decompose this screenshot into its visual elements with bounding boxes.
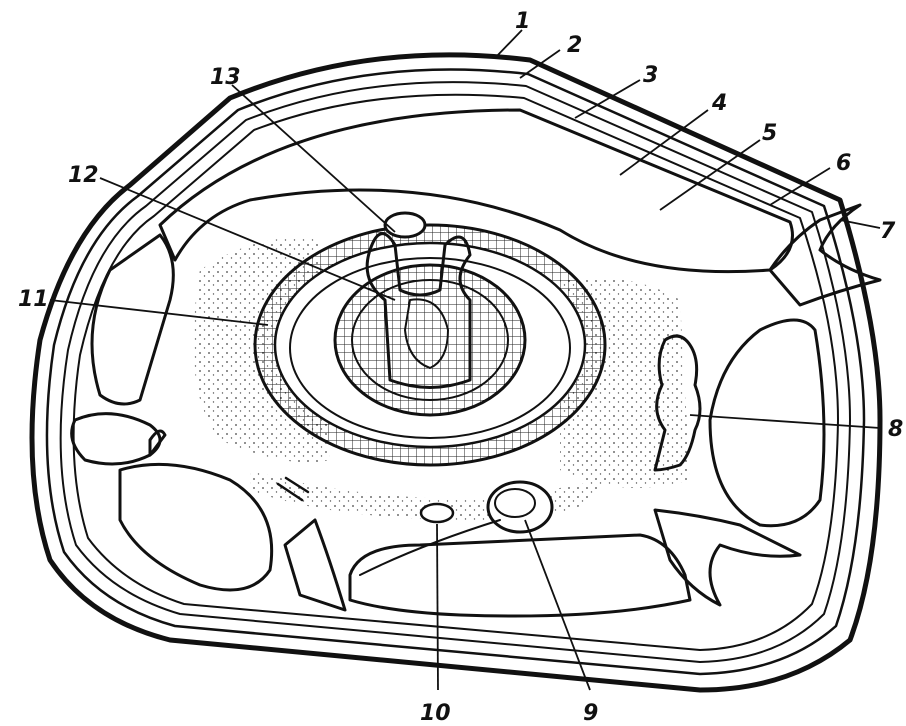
label-8: 8 xyxy=(888,417,903,442)
intestine-inner-ring-edge xyxy=(352,280,508,400)
muscle-block-left-lower xyxy=(72,414,160,464)
muscle-band-left xyxy=(92,235,173,404)
muscle-block-bottom-left xyxy=(120,464,272,590)
label-12: 12 xyxy=(68,163,99,188)
label-4: 4 xyxy=(711,91,727,116)
label-11: 11 xyxy=(18,287,49,312)
label-3: 3 xyxy=(643,63,658,88)
label-10: 10 xyxy=(420,701,451,726)
ventral-strand xyxy=(360,520,500,575)
label-13: 13 xyxy=(210,65,241,90)
subneural-vessel xyxy=(421,504,453,522)
dorsal-vessel xyxy=(385,213,425,237)
label-5: 5 xyxy=(762,121,777,146)
label-9: 9 xyxy=(583,701,598,726)
label-7: 7 xyxy=(880,219,896,244)
label-1: 1 xyxy=(515,9,530,34)
label-2: 2 xyxy=(567,33,582,58)
label-6: 6 xyxy=(836,151,851,176)
muscle-band-bottom xyxy=(350,535,690,616)
muscle-block-wedge xyxy=(285,520,345,610)
